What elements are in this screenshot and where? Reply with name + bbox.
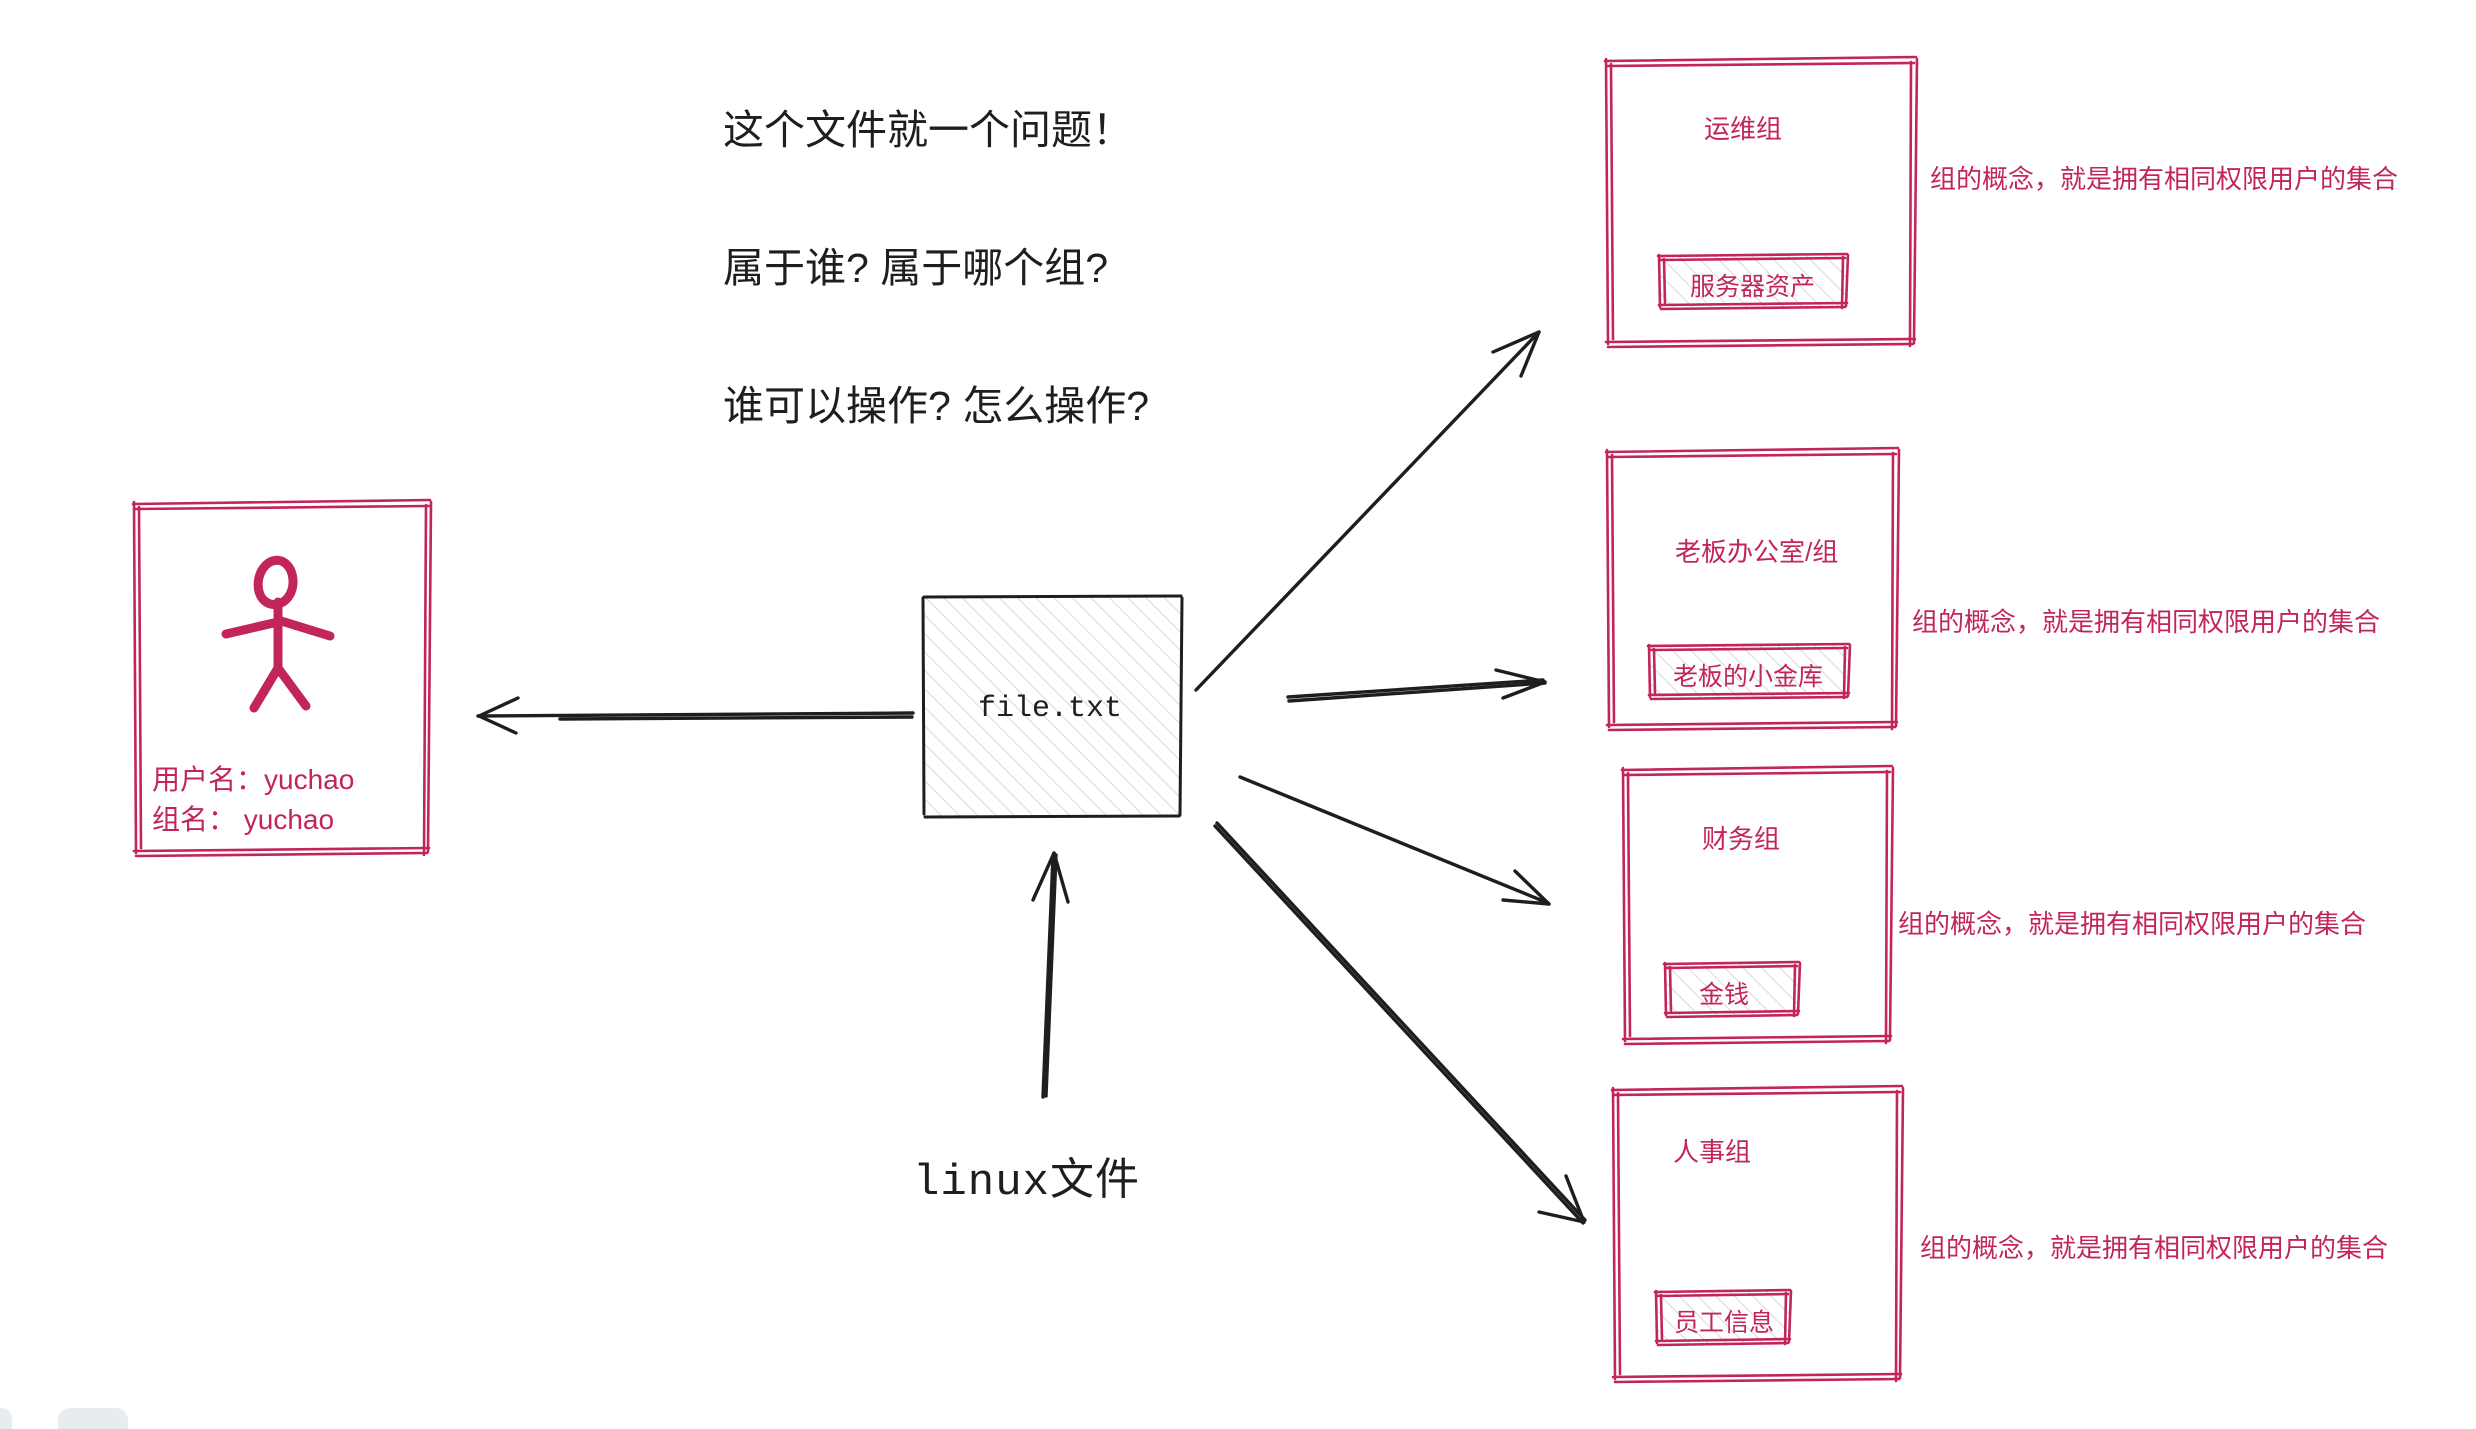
arrow-file-to-group-4: [1213, 821, 1587, 1225]
question-line-2: 属于谁? 属于哪个组?: [723, 245, 1108, 291]
group-title-2: 老板办公室/组: [1675, 537, 1839, 567]
arrow-file-to-group-2: [1286, 668, 1547, 703]
file-node-caption: linux文件: [913, 1158, 1141, 1208]
arrow-file-to-group-1: [1194, 330, 1541, 692]
group-box-2: 老板办公室/组 老板的小金库: [1601, 444, 1901, 732]
toolbar-chip-left[interactable]: [0, 1408, 12, 1429]
user-card: 用户名：yuchao 组名： yuchao: [130, 496, 434, 858]
group-asset-label-4: 员工信息: [1674, 1309, 1775, 1337]
file-node: file.txt: [921, 594, 1185, 820]
group-asset-4: 员工信息: [1652, 1288, 1794, 1347]
group-note-1: 组的概念，就是拥有相同权限用户的集合: [1930, 164, 2399, 194]
group-title-1: 运维组: [1704, 114, 1783, 144]
arrow-file-to-user: [476, 696, 915, 735]
group-asset-label-3: 金钱: [1699, 981, 1750, 1009]
toolbar-chip-main[interactable]: [58, 1408, 128, 1429]
group-box-1: 运维组 服务器资产: [1601, 52, 1919, 349]
group-asset-2: 老板的小金库: [1645, 642, 1853, 701]
group-box-3: 财务组 金钱: [1617, 762, 1895, 1046]
question-line-1: 这个文件就一个问题！: [723, 107, 1133, 153]
group-title-3: 财务组: [1702, 824, 1781, 854]
group-note-3: 组的概念，就是拥有相同权限用户的集合: [1898, 909, 2367, 939]
group-asset-1: 服务器资产: [1655, 252, 1851, 311]
group-note-4: 组的概念，就是拥有相同权限用户的集合: [1920, 1233, 2389, 1263]
file-node-label: file.txt: [978, 692, 1123, 726]
arrow-file-to-group-3: [1238, 775, 1551, 906]
group-title-4: 人事组: [1673, 1137, 1752, 1167]
group-box-4: 人事组 员工信息: [1608, 1082, 1905, 1384]
arrow-caption-to-file: [1031, 851, 1070, 1099]
user-card-groupname: 组名： yuchao: [152, 804, 335, 835]
question-line-3: 谁可以操作? 怎么操作?: [723, 383, 1149, 429]
stick-figure-icon: [221, 555, 335, 713]
group-asset-3: 金钱: [1661, 960, 1803, 1019]
group-asset-label-2: 老板的小金库: [1673, 663, 1824, 691]
group-asset-label-1: 服务器资产: [1690, 273, 1816, 301]
group-note-2: 组的概念，就是拥有相同权限用户的集合: [1912, 607, 2381, 637]
user-card-username: 用户名：yuchao: [152, 764, 355, 795]
